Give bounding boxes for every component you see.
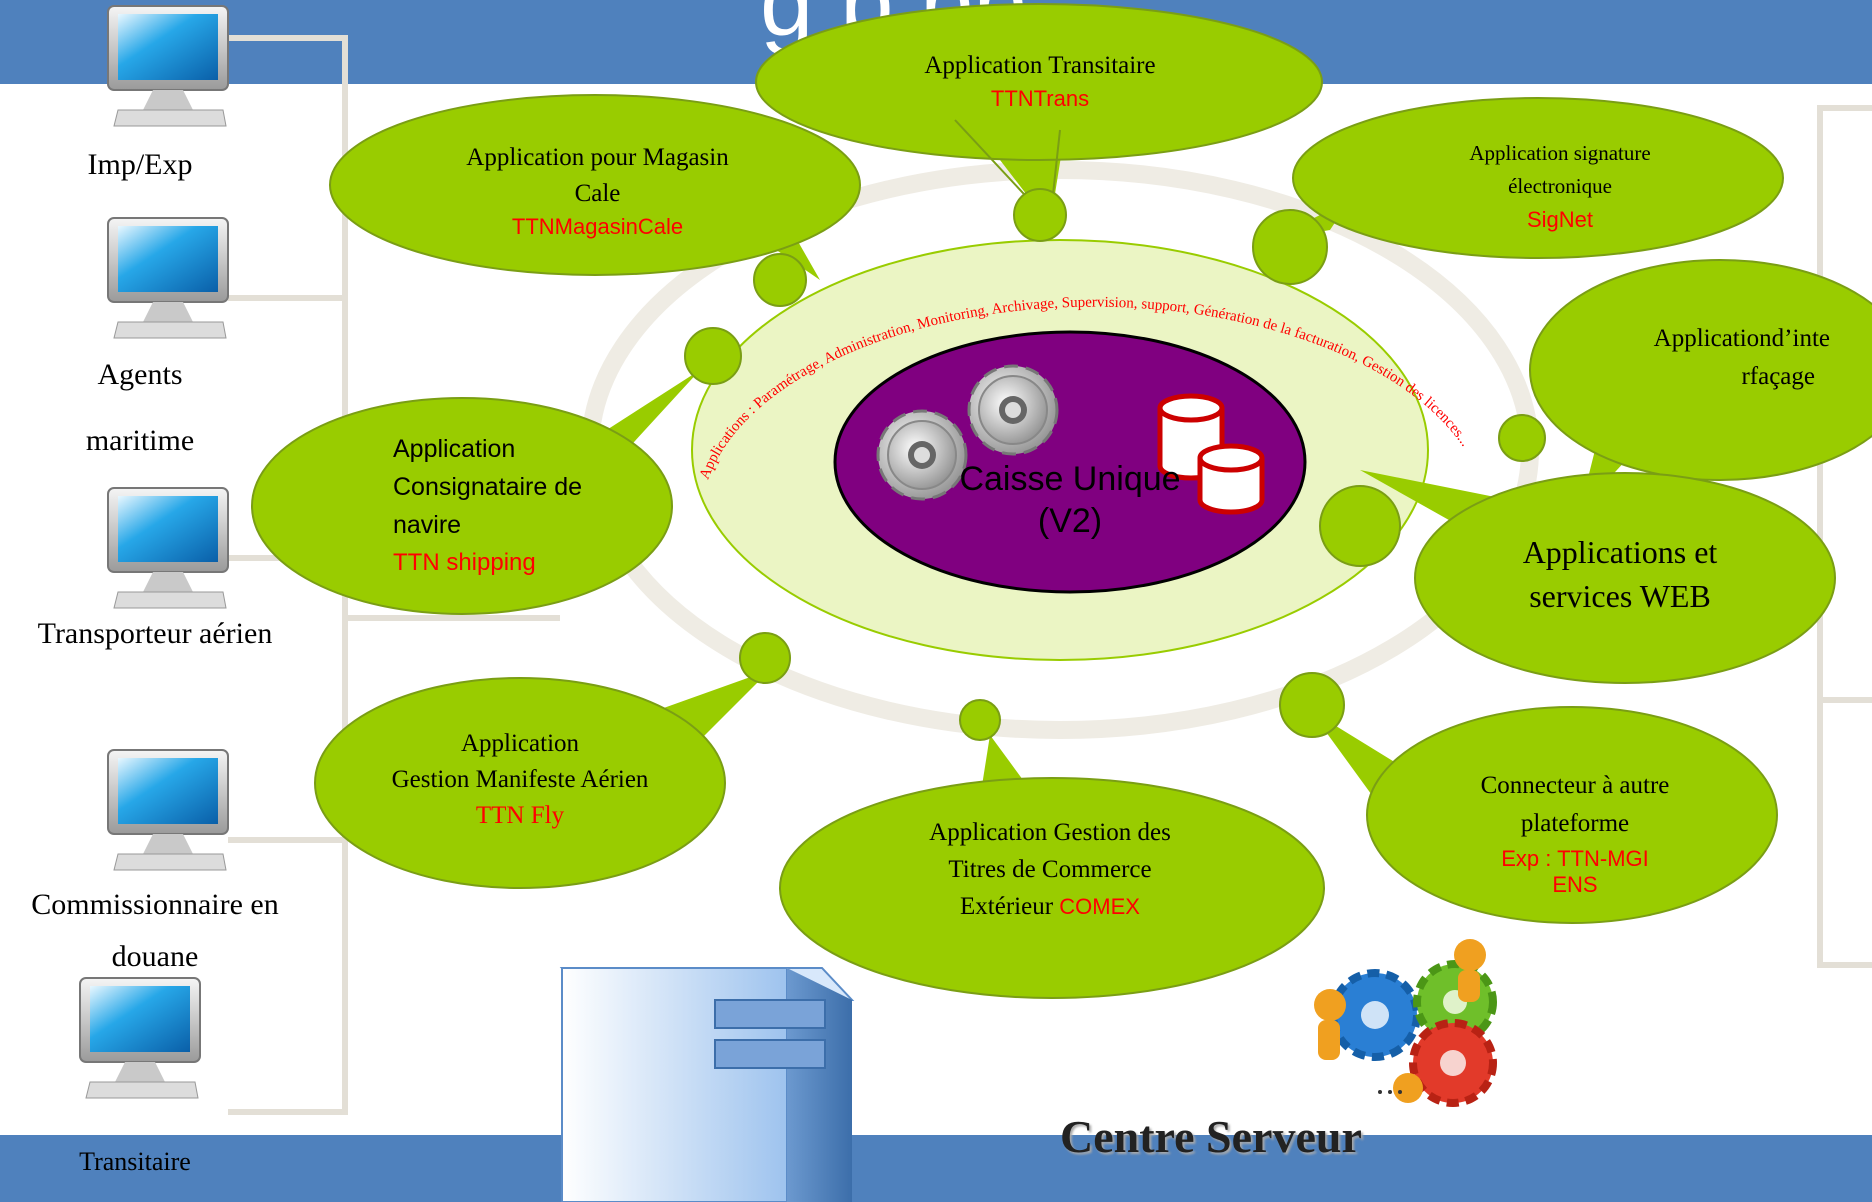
bubble-transitaire-code: TTNTrans [990,86,1090,111]
bubble-signature-line1: Application signature [1469,141,1651,165]
bubble-magasin-line1: Application pour Magasin [466,144,729,171]
bubble-connecteur: Connecteur à autre plateforme Exp : TTN-… [1420,767,1730,897]
footer-transitaire-label: Transitaire [79,1147,191,1176]
server-icon [559,967,855,1202]
core-title-line2: (V2) [1037,502,1103,540]
bottom-bar [0,1135,1872,1202]
bubble-magasin-line2: Cale [574,180,621,207]
right-panel [1817,105,1872,968]
bubble-transitaire-title: Application Transitaire [924,52,1156,79]
actor-label-commissionnaire-line2: douane [111,940,199,973]
bubble-consignataire-line1: Application [393,435,516,463]
bubble-signature-code: SigNet [1526,207,1594,232]
bubble-signature: Application signature électronique SigNe… [1400,137,1720,236]
centre-serveur-label: Centre Serveur [1060,1111,1362,1162]
bubble-consignataire-line2: Consignataire de [393,473,583,501]
bubble-web: Applications et services WEB [1440,530,1800,618]
bubble-connecteur-line1: Connecteur à autre [1480,772,1670,799]
actor-label-transporteur: Transporteur aérien [37,617,273,650]
bubbles [251,3,1872,999]
bubble-connecteur-line2: plateforme [1520,810,1630,837]
bubble-consignataire: Application Consignataire de navire TTN … [345,430,585,582]
bubble-web-line2: services WEB [1529,578,1711,614]
bubble-connecteur-code-line2: ENS [1552,872,1598,897]
core-title: Caisse Unique (V2) [910,458,1230,542]
bubble-comex-line3: Extérieur COMEX [880,888,1220,925]
bubble-comex-line3-text: Extérieur [960,893,1054,920]
bubble-magasin-code: TTNMagasinCale [511,214,684,239]
computer-icon-5 [79,977,201,1099]
actor-label-commissionnaire-line1: Commissionnaire en [31,888,279,921]
bubble-manifeste-line2: Gestion Manifeste Aérien [391,766,649,793]
bubble-consignataire-code: TTN shipping [393,549,536,576]
actor-label-agents-line1: Agents [97,358,183,391]
bubble-comex-line2: Titres de Commerce [948,856,1152,883]
bubble-interfacage-line1: Applicationd’inte [1653,325,1830,352]
bubble-magasin: Application pour Magasin Cale TTNMagasin… [400,140,795,242]
bubble-interfacage: Applicationd’inte rfaçage [1590,320,1830,396]
actor-label-agents-line2: maritime [85,424,195,457]
computer-icon-1 [107,5,229,127]
computer-icon-2 [107,217,229,339]
computer-icon-4 [107,749,229,871]
bubble-manifeste-code: TTN Fly [475,802,565,829]
computer-icon-3 [107,487,229,609]
actor-label-agents-maritime: Agents maritime [20,342,260,474]
bubble-comex-line1: Application Gestion des [929,819,1171,846]
bubble-comex-code: COMEX [1059,894,1140,919]
bubble-consignataire-line3: navire [393,511,462,539]
bubble-interfacage-line2: rfaçage [1741,363,1815,390]
bubble-comex: Application Gestion des Titres de Commer… [880,814,1220,925]
bubble-web-line1: Applications et [1522,534,1718,570]
bubble-transitaire: Application Transitaire TTNTrans [860,48,1220,114]
bubble-connecteur-code-line1: Exp : TTN-MGI [1501,846,1649,871]
bubble-manifeste: Application Gestion Manifeste Aérien TTN… [340,726,700,834]
teamwork-gears-icon [1314,939,1497,1107]
bubble-manifeste-line1: Application [460,730,580,757]
gears-icon [876,364,1059,501]
actor-label-commissionnaire: Commissionnaire en douane [0,884,310,978]
database-icon [1157,393,1265,515]
bubble-signature-line2: électronique [1508,174,1612,198]
actor-label-imp-exp: Imp/Exp [87,148,193,181]
core-title-line1: Caisse Unique [959,460,1181,498]
